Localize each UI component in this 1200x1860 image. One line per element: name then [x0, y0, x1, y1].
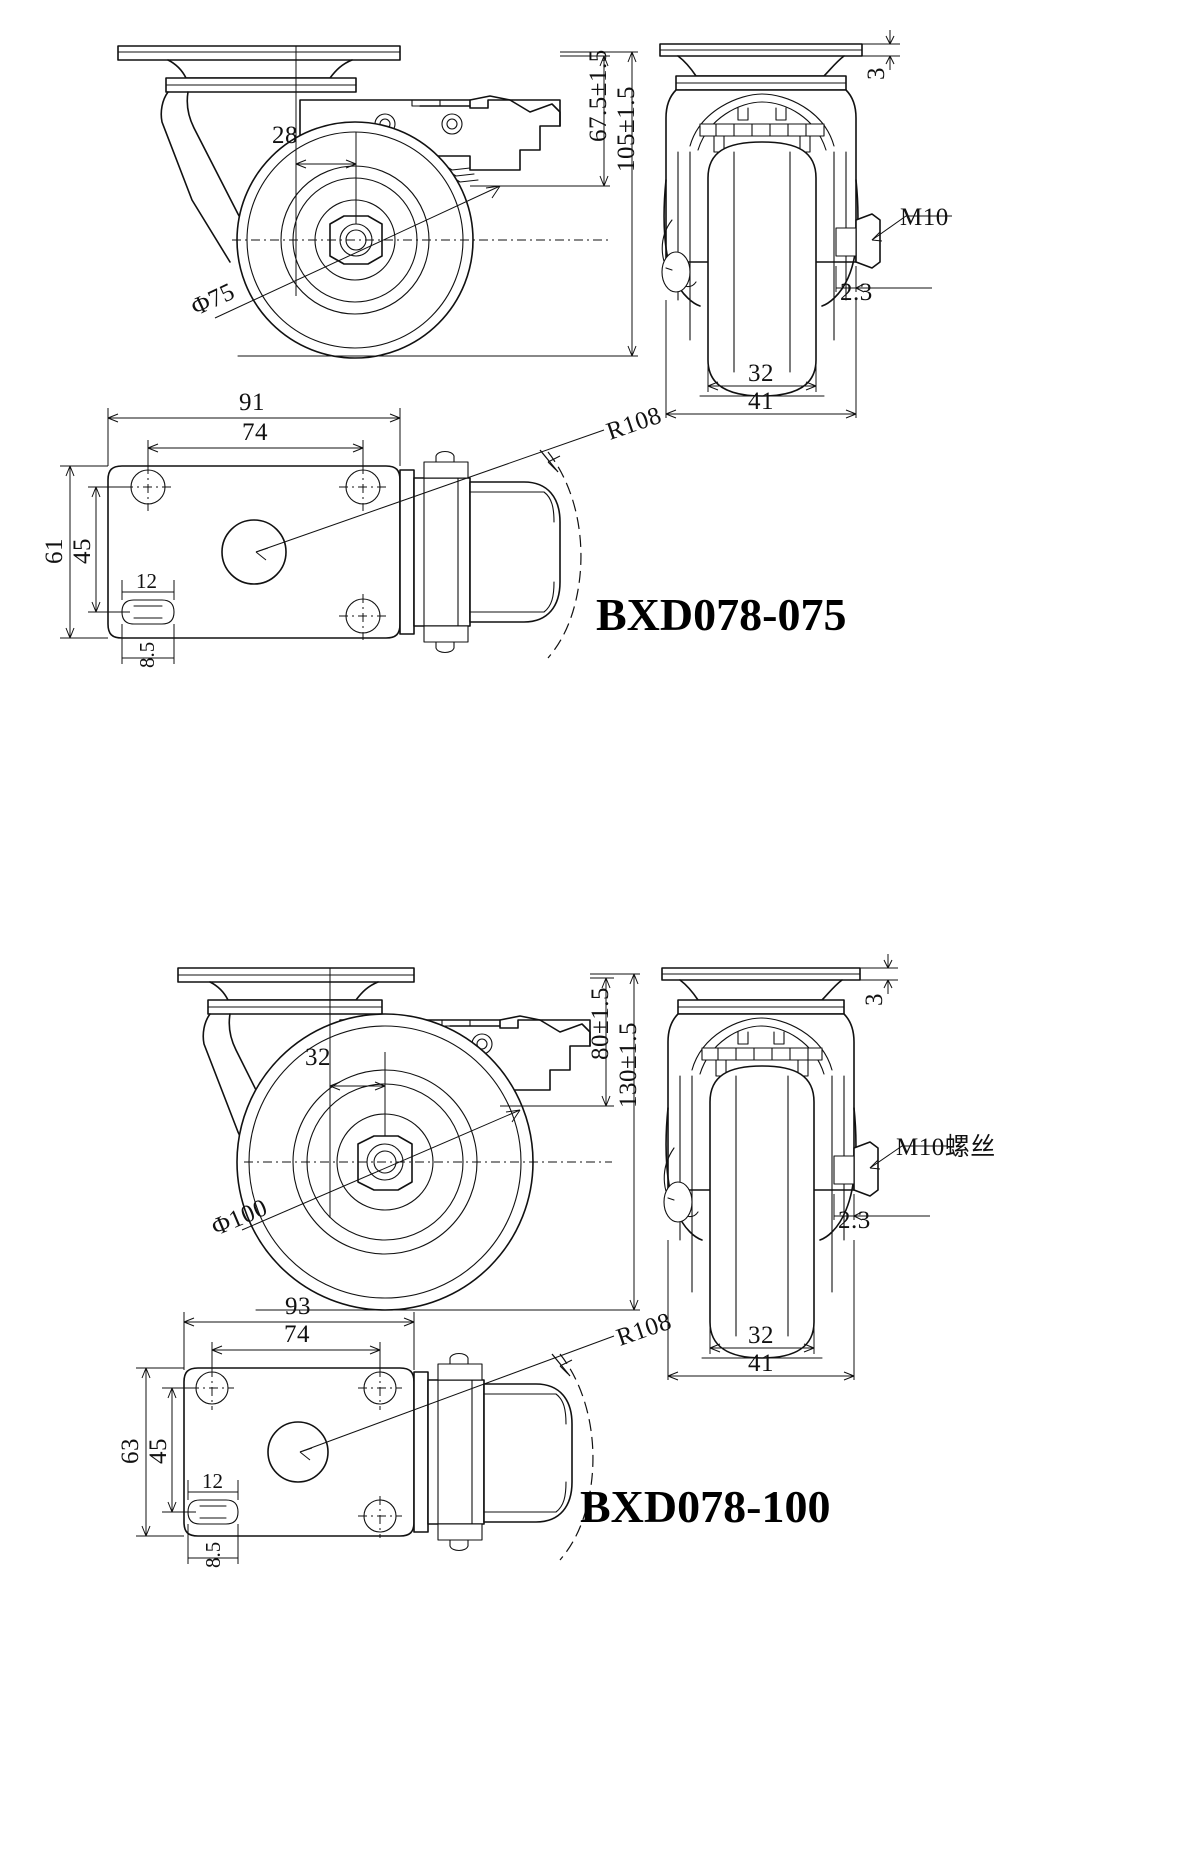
dim-tread-width: 32: [748, 360, 774, 387]
dim-wheel-diameter: Φ75: [187, 278, 239, 321]
dim-fork-width: 41: [748, 1350, 774, 1377]
dim-swing-radius: R108: [603, 402, 665, 446]
dim-slot-length: 12: [136, 569, 157, 593]
dim-slot-length: 12: [202, 1469, 223, 1493]
dim-swivel-height: 80±1.5: [587, 987, 614, 1060]
plan-view-2: [136, 1312, 615, 1564]
dim-plate-thickness: 3: [861, 993, 888, 1006]
dim-fork-wall: 2.3: [840, 279, 873, 306]
dim-wheel-diameter: Φ100: [208, 1194, 272, 1241]
drawing-2-dimension-text: 32 Φ100 80±1.5 130±1.5 3 M10螺丝 2.3 32 41…: [0, 940, 1200, 1860]
part-number-2: BXD078-100: [580, 1481, 831, 1532]
dim-slot-width: 8.5: [201, 1542, 225, 1568]
dim-bolt-spacing-width: 45: [145, 1438, 172, 1464]
dim-axle-thread: M10螺丝: [896, 1133, 996, 1161]
drawing-bxd078-100: 32 Φ100 80±1.5 130±1.5 3 M10螺丝 2.3 32 41…: [0, 940, 1200, 1860]
dim-offset: 28: [272, 122, 298, 149]
part-number-1: BXD078-075: [596, 589, 847, 640]
dim-slot-width: 8.5: [135, 642, 159, 668]
side-elevation-1: [659, 30, 952, 419]
dim-tread-width: 32: [748, 1322, 774, 1349]
dim-bolt-spacing-length: 74: [242, 419, 268, 446]
dim-plate-width: 63: [117, 1438, 144, 1464]
side-elevation-2: [661, 954, 948, 1381]
drawing-1-geometry: [0, 0, 1200, 700]
dim-plate-thickness: 3: [863, 67, 890, 80]
dim-axle-thread: M10: [900, 204, 949, 231]
dim-bolt-spacing-length: 74: [284, 1321, 310, 1348]
dim-overall-height: 130±1.5: [615, 1022, 642, 1108]
dim-offset: 32: [305, 1044, 331, 1071]
dim-overall-height: 105±1.5: [613, 86, 640, 172]
dim-plate-length: 93: [285, 1293, 311, 1320]
drawing-bxd078-075: 28 Φ75 67.5±1.5 105±1.5 3 M10 2.3 32 41 …: [0, 0, 1200, 700]
drawing-1-dimension-text: 28 Φ75 67.5±1.5 105±1.5 3 M10 2.3 32 41 …: [0, 0, 1200, 700]
dim-fork-width: 41: [748, 388, 774, 415]
front-elevation-1: [117, 45, 638, 359]
dim-bolt-spacing-width: 45: [69, 538, 96, 564]
dim-swing-radius: R108: [613, 1308, 675, 1352]
dim-swivel-height: 67.5±1.5: [585, 49, 612, 142]
front-elevation-2: [177, 967, 640, 1311]
dim-plate-length: 91: [239, 389, 265, 416]
plan-view-1: [60, 408, 605, 664]
dim-fork-wall: 2.3: [838, 1207, 871, 1234]
dim-plate-width: 61: [41, 538, 68, 564]
drawing-2-geometry: [0, 940, 1200, 1860]
